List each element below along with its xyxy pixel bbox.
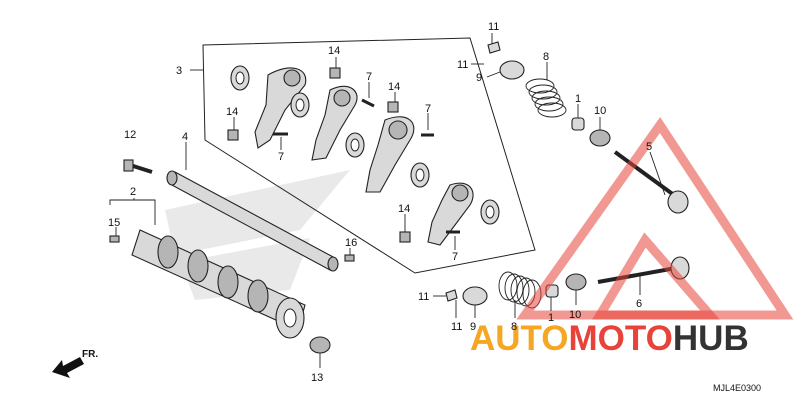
callout-7a: 7: [366, 71, 372, 83]
callout-8a: 8: [543, 51, 549, 63]
direction-label: FR.: [82, 349, 98, 360]
rocker-washers: [230, 65, 500, 225]
callout-10a: 10: [594, 105, 606, 117]
bolt-13: [309, 336, 331, 368]
callout-5: 5: [646, 141, 652, 153]
valve-spring-lower: [498, 271, 542, 309]
pin-15: [109, 235, 120, 243]
callout-11a: 11: [488, 21, 499, 33]
rocker-arm-4: [427, 182, 474, 246]
callout-6: 6: [636, 298, 642, 310]
callout-7b: 7: [278, 151, 284, 163]
callout-8b: 8: [511, 321, 517, 333]
callout-4: 4: [182, 131, 188, 143]
callout-11b: 11: [457, 59, 468, 71]
rocker-assembly-frame: [202, 37, 536, 274]
callout-1b: 1: [548, 312, 554, 324]
rocker-arm-1: [254, 67, 307, 149]
rocker-arm-3: [365, 116, 415, 193]
callout-9b: 9: [470, 321, 476, 333]
diagram-code: MJL4E0300: [713, 383, 761, 393]
callout-3: 3: [176, 65, 182, 77]
leader-lines: [115, 33, 666, 318]
callout-14d: 14: [398, 203, 410, 215]
callout-14b: 14: [226, 106, 238, 118]
adjusting-nuts: [227, 67, 411, 243]
callouts: 3 4 12 2 15 16 13 14 7 14 7 14 7 14 7 11…: [108, 21, 652, 384]
automotohub-logo-triangles: [516, 117, 794, 320]
callout-1a: 1: [575, 93, 581, 105]
callout-2: 2: [130, 186, 136, 198]
camshaft: [131, 229, 306, 339]
callout-15: 15: [108, 217, 120, 229]
adjusting-screws: [273, 98, 460, 234]
callout-11c: 11: [418, 291, 429, 303]
valve-assembly-lower: [445, 256, 690, 309]
callout-16: 16: [345, 237, 357, 249]
callout-7d: 7: [452, 251, 458, 263]
callout-12: 12: [124, 129, 136, 141]
callout-14a: 14: [328, 45, 340, 57]
callout-10b: 10: [569, 309, 581, 321]
valve-5: [613, 150, 689, 214]
callout-9a: 9: [476, 72, 482, 84]
valve-assembly-upper: [487, 41, 689, 214]
pin-16: [344, 254, 355, 262]
valve-spring-upper: [525, 78, 567, 118]
watermark-text: AUTOMOTOHUB: [470, 319, 749, 358]
callout-11d: 11: [451, 321, 462, 333]
bolt-12: [123, 159, 153, 174]
callout-7c: 7: [425, 103, 431, 115]
rocker-arm-2: [311, 85, 358, 161]
front-direction-arrow: FR.: [52, 349, 98, 378]
callout-13: 13: [311, 372, 323, 384]
callout-14c: 14: [388, 81, 400, 93]
rocker-shaft: [166, 170, 339, 272]
